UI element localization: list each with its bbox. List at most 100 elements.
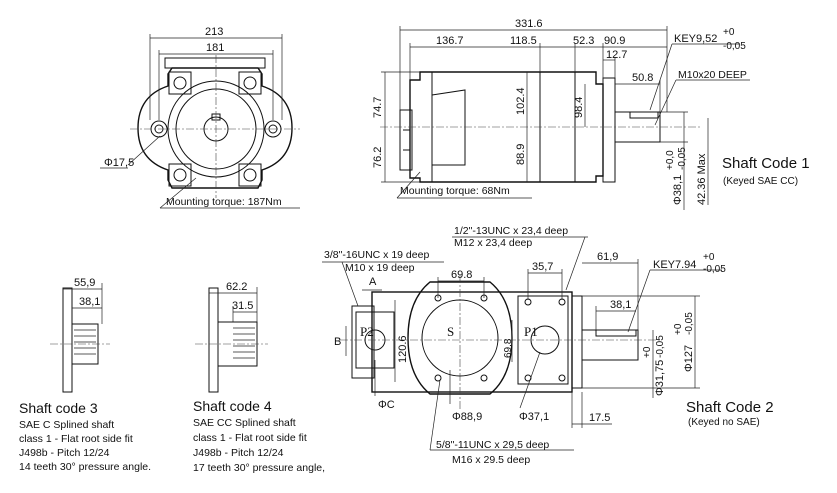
port-flange-dia: Φ127 bbox=[683, 345, 695, 372]
side-shaft-tol-plus: +0,0 bbox=[665, 150, 676, 170]
side-shaft-height: 42.36 Max bbox=[696, 153, 708, 205]
side-dim-118: 118.5 bbox=[510, 35, 537, 47]
port-thread-top-2: M12 x 23,4 deep bbox=[454, 237, 532, 249]
shaft-code-3-line1: SAE C Splined shaft bbox=[19, 419, 114, 431]
side-dim-102: 102.4 bbox=[515, 87, 527, 115]
side-key-tol-minus: -0,05 bbox=[723, 41, 746, 52]
port-shaft bbox=[581, 329, 639, 361]
shaft-code-2-subtitle: (Keyed no SAE) bbox=[688, 417, 760, 428]
port-thread-left-1: 3/8"-16UNC x 19 deep bbox=[324, 249, 429, 261]
port-thread-bottom-2: M16 x 29.5 deep bbox=[452, 454, 530, 466]
port-flange-tol-minus: -0,05 bbox=[684, 312, 695, 335]
shaft-code-1-title: Shaft Code 1 bbox=[722, 155, 810, 172]
port-dim-69: 69.8 bbox=[451, 269, 472, 281]
port-s-pad bbox=[407, 281, 513, 395]
front-dim-width: 213 bbox=[205, 26, 223, 38]
shaft-code-4-view: 62.2 31.5 Shaft code 4 SAE CC Splined sh… bbox=[193, 281, 325, 474]
shaft-code-4-title: Shaft code 4 bbox=[193, 398, 272, 414]
side-dim-98: 98.4 bbox=[573, 97, 585, 118]
port-dim-phi-88: Φ88,9 bbox=[452, 411, 482, 423]
shaft3-dim-outer: 55,9 bbox=[74, 277, 95, 289]
shaft-code-4-line2: class 1 - Flat root side fit bbox=[193, 432, 307, 444]
port-flange-tol-plus: +0 bbox=[673, 323, 684, 335]
port-flange bbox=[571, 295, 583, 389]
side-shaft-key bbox=[629, 111, 659, 119]
port-shaft-tol-plus: +0 bbox=[642, 346, 653, 358]
side-view: 331.6 136.7 118.5 52.3 90.9 12.7 50.8 KE… bbox=[372, 18, 750, 210]
port-key-label: KEY7.94 bbox=[653, 259, 696, 271]
front-flange-outline bbox=[137, 67, 293, 189]
port-thread-left-2: M10 x 19 deep bbox=[345, 262, 415, 274]
port-s-label: S bbox=[447, 324, 454, 339]
front-pad-bl bbox=[168, 163, 192, 187]
port-dim-17: 17.5 bbox=[589, 412, 610, 424]
port-dim-a: A bbox=[369, 276, 377, 288]
port-dim-phi-c: ΦC bbox=[378, 399, 395, 411]
shaft-code-3-title: Shaft code 3 bbox=[19, 400, 98, 416]
port-key-tol-plus: +0 bbox=[703, 252, 715, 263]
side-dim-12: 12.7 bbox=[606, 49, 627, 61]
front-dim-hole-dia: Φ17,5 bbox=[104, 157, 134, 169]
side-dim-136: 136.7 bbox=[436, 35, 464, 47]
port-thread-bottom-1: 5/8"-11UNC x 29,5 deep bbox=[436, 439, 549, 451]
front-bolt-bl bbox=[173, 168, 187, 182]
side-mounting-torque: Mounting torque: 68Nm bbox=[400, 185, 510, 197]
shaft-code-1-subtitle: (Keyed SAE CC) bbox=[723, 176, 798, 187]
port-shaft-key bbox=[595, 329, 637, 337]
front-pad-tr bbox=[238, 71, 262, 95]
port-p1-label: P1 bbox=[524, 324, 538, 339]
side-dim-50: 50.8 bbox=[632, 72, 653, 84]
front-bolt-tr bbox=[243, 76, 257, 90]
front-pad-br bbox=[238, 163, 262, 187]
shaft-code-3-line3: J498b - Pitch 12/24 bbox=[19, 447, 110, 459]
port-dim-120: 120.6 bbox=[397, 335, 409, 363]
port-rear-cover bbox=[351, 305, 375, 379]
port-shaft-dia: Φ31,75 bbox=[654, 360, 666, 396]
side-dim-88: 88.9 bbox=[515, 144, 527, 165]
port-dim-61: 61,9 bbox=[597, 251, 618, 263]
port-dim-35: 35,7 bbox=[532, 261, 553, 273]
shaft-code-3-line4: 14 teeth 30° pressure angle. bbox=[19, 461, 151, 473]
side-key-label: KEY9,52 bbox=[674, 33, 717, 45]
shaft4-dim-inner: 31.5 bbox=[232, 300, 253, 312]
front-bolt-tl bbox=[173, 76, 187, 90]
side-flange bbox=[602, 77, 616, 183]
port-dim-phi-37: Φ37,1 bbox=[519, 411, 549, 423]
port-dim-b: B bbox=[334, 336, 341, 348]
port-thread-top-1: 1/2"-13UNC x 23,4 deep bbox=[454, 225, 568, 237]
side-dim-74: 74.7 bbox=[372, 97, 384, 118]
side-thread-label: M10x20 DEEP bbox=[678, 69, 747, 81]
side-shaft-tol-minus: -0,05 bbox=[677, 147, 688, 170]
shaft4-dim-outer: 62.2 bbox=[226, 281, 247, 293]
port-shaft-tol-minus: -0,05 bbox=[655, 335, 666, 358]
shaft-code-4-line3: J498b - Pitch 12/24 bbox=[193, 447, 284, 459]
shaft-code-3-line2: class 1 - Flat root side fit bbox=[19, 433, 133, 445]
front-pad-tl bbox=[168, 71, 192, 95]
front-mounting-torque: Mounting torque: 187Nm bbox=[166, 196, 282, 208]
port-view: S P1 P2 1/2"-13UNC x 23,4 deep M12 x 23,… bbox=[322, 225, 726, 466]
port-p1-bore bbox=[530, 325, 560, 355]
shaft-code-2-title: Shaft Code 2 bbox=[686, 399, 774, 416]
port-key-tol-minus: -0,05 bbox=[703, 264, 726, 275]
front-bolt-br bbox=[243, 168, 257, 182]
port-p2-label: P2 bbox=[360, 324, 374, 339]
side-rear-port bbox=[399, 109, 413, 171]
front-top-boss bbox=[164, 57, 266, 69]
port-dim-69v: 69.8 bbox=[503, 338, 514, 358]
side-dim-76: 76.2 bbox=[372, 147, 384, 168]
shaft-code-4-line4: 17 teeth 30° pressure angle, bbox=[193, 462, 325, 474]
side-key-tol-plus: +0 bbox=[723, 27, 735, 38]
shaft3-flange bbox=[62, 287, 73, 393]
front-dim-bolt-spacing: 181 bbox=[206, 42, 224, 54]
side-dim-total: 331.6 bbox=[515, 18, 543, 30]
side-dim-90: 90.9 bbox=[604, 35, 625, 47]
side-shaft-dia: Φ38,1 bbox=[672, 175, 684, 205]
shaft4-flange bbox=[208, 287, 219, 393]
port-dim-38: 38,1 bbox=[610, 299, 631, 311]
shaft-code-4-line1: SAE CC Splined shaft bbox=[193, 417, 296, 429]
shaft3-dim-inner: 38,1 bbox=[79, 296, 100, 308]
side-dim-52: 52.3 bbox=[573, 35, 594, 47]
shaft-code-3-view: 55,9 38,1 Shaft code 3 SAE C Splined sha… bbox=[19, 277, 151, 473]
front-view: 213 181 Φ17,5 Mounting torque: 187Nm bbox=[100, 26, 300, 209]
